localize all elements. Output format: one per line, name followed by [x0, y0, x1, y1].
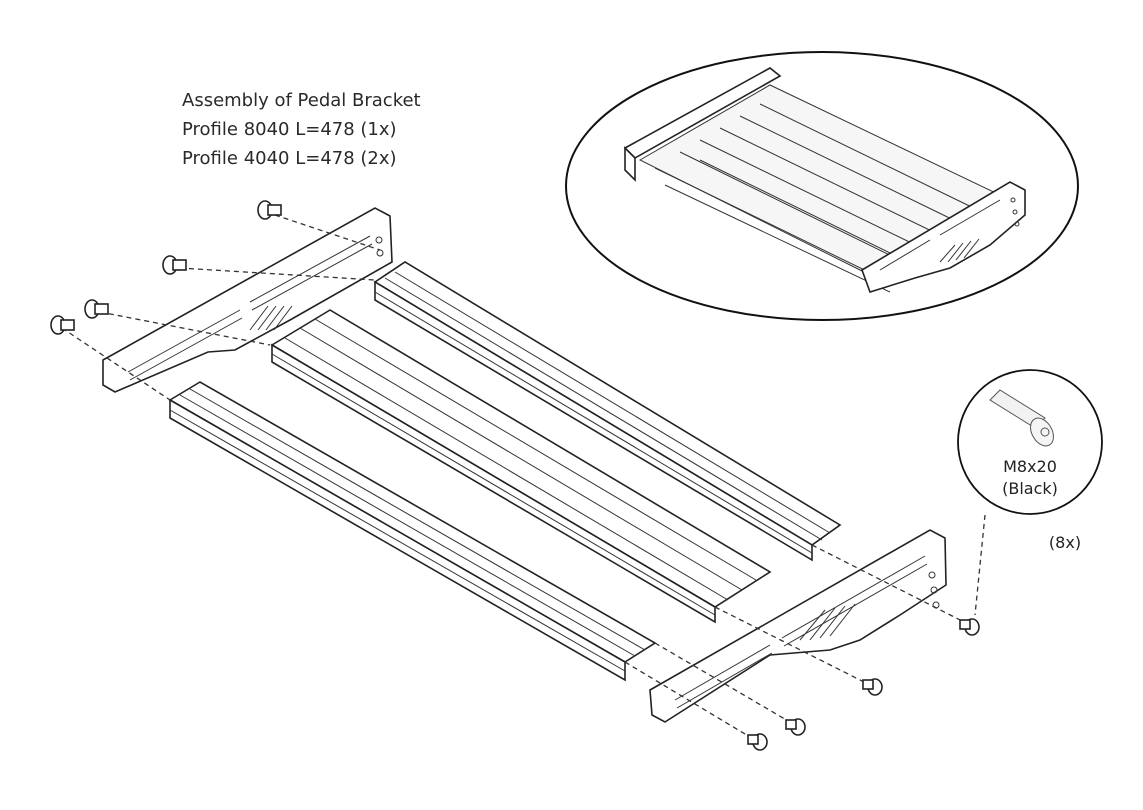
- screw-callout: [957, 369, 1103, 515]
- screw-icon: [84, 299, 109, 319]
- screw-detail-icon: [989, 389, 1054, 447]
- screw-size-label: M8x20: [1003, 457, 1057, 476]
- screw-icon: [862, 678, 883, 696]
- screw-icon: [257, 200, 282, 220]
- profile-4040-rear: [373, 261, 842, 562]
- profile-4040-spec: Profile 4040 L=478 (2x): [182, 148, 397, 169]
- screws-left: [50, 200, 282, 335]
- assembled-overview-inset: [565, 51, 1079, 321]
- screw-paths: [61, 214, 986, 741]
- screw-icon: [785, 718, 806, 736]
- profile-8040-spec: Profile 8040 L=478 (1x): [182, 119, 397, 140]
- screw-icon: [50, 315, 75, 335]
- profile-8040-middle: [270, 309, 772, 624]
- screw-finish-label: (Black): [1002, 479, 1058, 498]
- assembly-title-block: Assembly of Pedal Bracket Profile 8040 L…: [182, 86, 421, 173]
- left-bracket-plate: [102, 207, 393, 393]
- screws-right: [747, 618, 980, 751]
- screw-icon: [959, 618, 980, 636]
- screw-icon: [162, 255, 187, 275]
- screw-quantity-label: (8x): [1048, 533, 1082, 552]
- assembly-title: Assembly of Pedal Bracket: [182, 90, 421, 111]
- screw-icon: [747, 733, 768, 751]
- right-bracket-plate: [649, 529, 947, 723]
